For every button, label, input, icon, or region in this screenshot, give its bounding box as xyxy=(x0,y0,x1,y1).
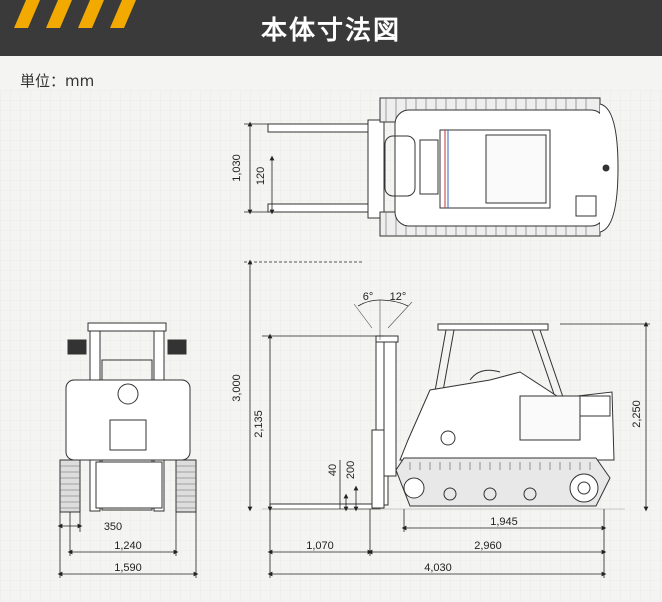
dim-fork-width: 1,030 xyxy=(231,154,243,182)
dim-fork-length: 1,070 xyxy=(306,540,334,552)
page-title: 本体寸法図 xyxy=(260,16,401,46)
side-view-dimensions xyxy=(244,259,650,578)
top-view xyxy=(267,97,619,237)
front-view-dimensions xyxy=(57,512,199,578)
dim-overall-length: 4,030 xyxy=(424,562,452,574)
dim-cabin-height: 2,250 xyxy=(631,400,643,428)
dim-lift-height: 2,135 xyxy=(253,410,265,438)
hazard-stripes-icon xyxy=(14,0,136,28)
dim-overall-width: 1,590 xyxy=(114,562,142,574)
dim-tread: 1,240 xyxy=(114,540,142,552)
top-view-dimensions xyxy=(244,121,275,215)
dim-overall-height: 3,000 xyxy=(231,374,243,402)
front-view xyxy=(59,322,197,513)
dim-track-width: 350 xyxy=(104,521,122,533)
dim-track-length: 1,945 xyxy=(490,516,518,528)
dim-tilt-forward: 6° xyxy=(363,291,374,303)
dim-fork-ground-clearance: 40 xyxy=(327,464,339,476)
dim-body-length: 2,960 xyxy=(474,540,502,552)
unit-label: 単位：mm xyxy=(20,72,95,90)
side-view xyxy=(262,299,625,510)
header-bar: 本体寸法図 xyxy=(0,0,662,56)
dim-fork-lower-height: 200 xyxy=(345,461,357,479)
dim-fork-thickness: 120 xyxy=(255,167,267,185)
dim-tilt-backward: 12° xyxy=(390,291,407,303)
